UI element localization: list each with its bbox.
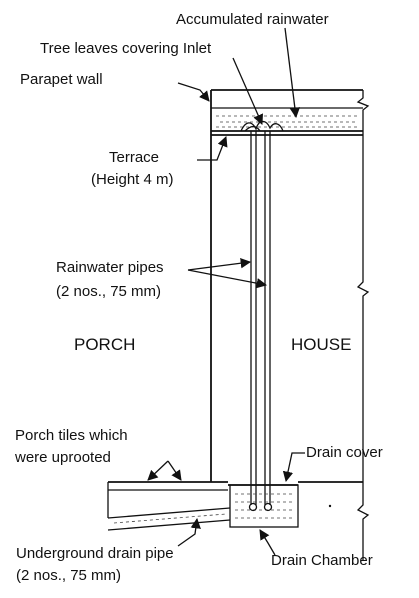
arrow-tree-leaves	[232, 57, 263, 125]
label-accumulated-rainwater: Accumulated rainwater	[176, 11, 329, 28]
pipe-outlet-left	[248, 502, 258, 512]
arrow-parapet-wall	[177, 82, 210, 102]
rainwater-pipes	[250, 131, 271, 505]
arrow-pipe-2	[187, 269, 268, 289]
arrow-terrace	[197, 136, 228, 161]
arrow-drain-cover	[282, 452, 305, 483]
label-rainwater-pipes-spec: (2 nos., 75 mm)	[56, 283, 161, 300]
arrow-tiles-2	[167, 460, 182, 481]
drain-chamber	[228, 484, 332, 528]
pipe-outlet-right	[263, 502, 273, 512]
label-porch: PORCH	[74, 335, 135, 354]
accumulated-water	[216, 115, 358, 128]
arrow-accumulated-rainwater	[284, 27, 301, 119]
house-right-break-line	[356, 90, 370, 560]
callout-arrows	[147, 27, 305, 556]
label-house: HOUSE	[291, 335, 351, 354]
label-tree-leaves: Tree leaves covering Inlet	[40, 40, 212, 57]
porch-floor	[107, 481, 363, 518]
label-underground-pipe: Underground drain pipe	[16, 545, 174, 562]
label-terrace: Terrace	[109, 149, 159, 166]
underground-drain-pipe	[107, 507, 231, 531]
arrow-pipe-1	[187, 258, 252, 271]
arrow-drain-chamber	[259, 529, 276, 556]
arrow-tiles-1	[147, 460, 169, 481]
label-parapet-wall: Parapet wall	[20, 71, 103, 88]
label-terrace-height: (Height 4 m)	[91, 171, 174, 188]
label-underground-pipe-spec: (2 nos., 75 mm)	[16, 567, 121, 584]
arrow-underground-pipe	[177, 517, 201, 547]
label-drain-chamber: Drain Chamber	[271, 552, 373, 569]
label-porch-tiles: Porch tiles which	[15, 427, 128, 444]
label-porch-tiles-2: were uprooted	[14, 449, 111, 466]
house-structure	[210, 89, 370, 560]
label-rainwater-pipes: Rainwater pipes	[56, 259, 164, 276]
label-drain-cover: Drain cover	[306, 444, 383, 461]
